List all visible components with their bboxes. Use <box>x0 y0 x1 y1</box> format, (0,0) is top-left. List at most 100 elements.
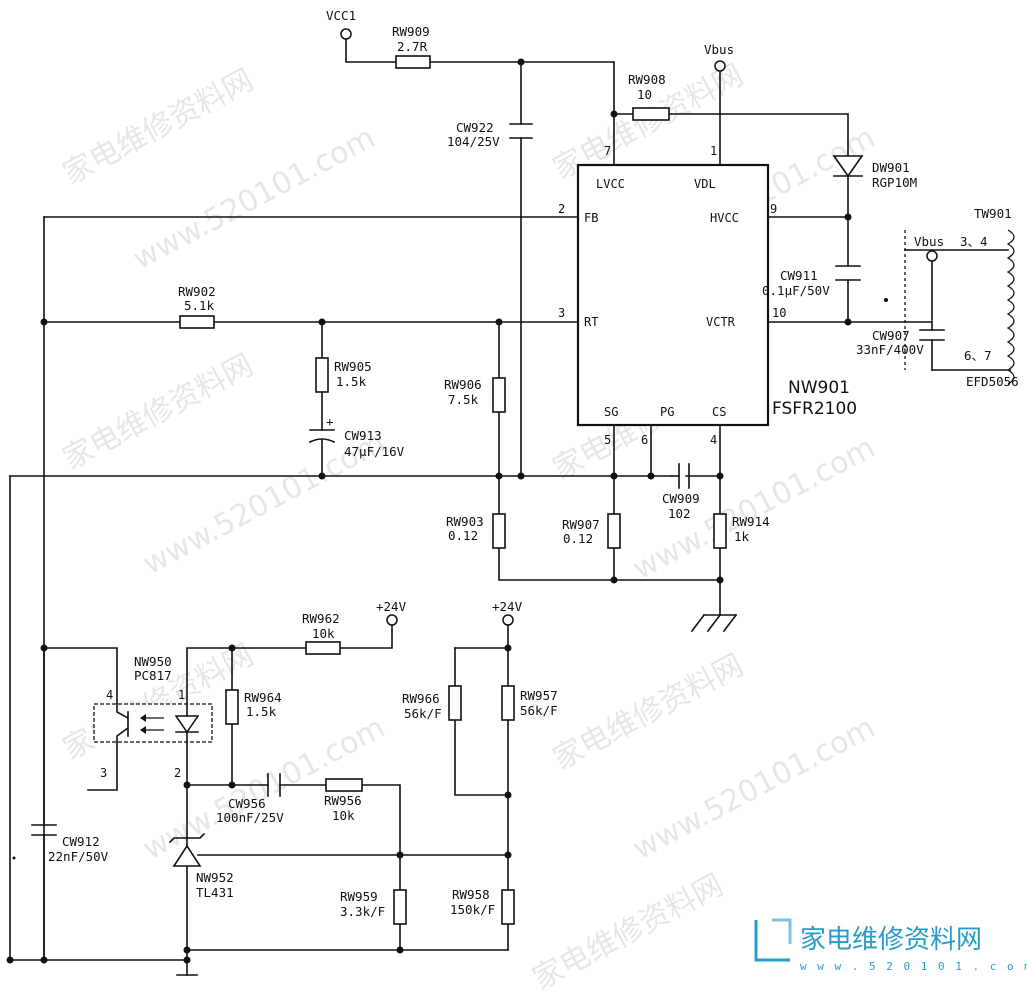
resistor-rw906: RW906 7.5k <box>444 377 506 413</box>
svg-text:RW964: RW964 <box>244 690 282 705</box>
capacitor-cw922: CW922 104/25V <box>447 120 533 149</box>
svg-text:102: 102 <box>668 506 691 521</box>
resistor-rw959: RW959 3.3k/F <box>340 889 407 925</box>
svg-text:EFD5056: EFD5056 <box>966 374 1019 389</box>
svg-text:TL431: TL431 <box>196 885 234 900</box>
svg-text:56k/F: 56k/F <box>404 706 442 721</box>
svg-text:6、7: 6、7 <box>964 348 992 363</box>
svg-text:CW922: CW922 <box>456 120 494 135</box>
watermark-site-1: 家电维修资料网 <box>57 63 259 192</box>
resistor-rw909: RW909 2.7R <box>392 24 431 69</box>
svg-text:47μF/16V: 47μF/16V <box>344 444 405 459</box>
capacitor-cw912: CW912 22nF/50V <box>12 647 109 864</box>
pin-num-vctr: 10 <box>772 306 786 320</box>
optocoupler-nw950: NW950 PC817 4 1 3 2 <box>93 654 213 780</box>
site-logo: 家电维修资料网 w w w . 5 2 0 1 0 1 . c o m <box>754 918 1027 973</box>
pin-label-sg: SG <box>604 405 618 419</box>
svg-text:CW907: CW907 <box>872 328 910 343</box>
watermark-site-6: 家电维修资料网 <box>547 648 749 777</box>
watermark-site-7: 家电维修资料网 <box>527 868 729 990</box>
regulator-nw952: NW952 TL431 <box>168 832 234 900</box>
net-vbus-top: Vbus <box>704 42 734 57</box>
resistor-rw908: RW908 10 <box>628 72 670 121</box>
pin-label-pg: PG <box>660 405 674 419</box>
svg-text:2.7R: 2.7R <box>397 39 428 54</box>
ground-symbol <box>690 613 738 633</box>
pin-num-sg: 5 <box>604 433 611 447</box>
logo-url: w w w . 5 2 0 1 0 1 . c o m <box>800 960 1027 973</box>
resistor-rw964: RW964 1.5k <box>225 689 282 725</box>
pin-label-fb: FB <box>584 211 598 225</box>
svg-text:RW909: RW909 <box>392 24 430 39</box>
svg-text:CW912: CW912 <box>62 834 100 849</box>
svg-text:4: 4 <box>106 688 113 702</box>
svg-text:3: 3 <box>100 766 107 780</box>
svg-text:CW911: CW911 <box>780 268 818 283</box>
resistor-rw958: RW958 150k/F <box>450 887 515 925</box>
ic-ref: NW901 <box>788 378 850 398</box>
resistor-rw903: RW903 0.12 <box>446 513 506 549</box>
svg-text:1k: 1k <box>734 529 750 544</box>
net-vbus-transformer: Vbus <box>914 234 944 249</box>
resistor-rw905: RW905 1.5k <box>315 357 372 393</box>
svg-text:CW913: CW913 <box>344 428 382 443</box>
svg-text:2: 2 <box>174 766 181 780</box>
svg-text:7.5k: 7.5k <box>448 392 479 407</box>
logo-text: 家电维修资料网 <box>800 925 982 955</box>
svg-text:33nF/400V: 33nF/400V <box>856 342 924 357</box>
transformer-tw901: TW901 3、4 6、7 EFD5056 <box>884 206 1019 389</box>
resistor-rw962: RW962 10k <box>302 611 341 655</box>
svg-text:NW950: NW950 <box>134 654 172 669</box>
pin-label-rt: RT <box>584 315 598 329</box>
svg-text:3、4: 3、4 <box>960 234 988 249</box>
svg-text:RW962: RW962 <box>302 611 340 626</box>
svg-text:RW914: RW914 <box>732 514 770 529</box>
pin-num-pg: 6 <box>641 433 648 447</box>
resistor-rw902: RW902 5.1k <box>178 284 216 329</box>
svg-text:22nF/50V: 22nF/50V <box>48 849 109 864</box>
svg-text:RW957: RW957 <box>520 688 558 703</box>
net-vcc1: VCC1 <box>326 8 356 23</box>
resistor-rw907: RW907 0.12 <box>562 513 621 549</box>
svg-text:0.12: 0.12 <box>563 531 593 546</box>
svg-text:RW902: RW902 <box>178 284 216 299</box>
svg-text:RW906: RW906 <box>444 377 482 392</box>
diode-dw901: DW901 RGP10M <box>832 155 917 190</box>
wires <box>9 39 1011 976</box>
svg-text:DW901: DW901 <box>872 160 910 175</box>
pin-num-lvcc: 7 <box>604 144 611 158</box>
pin-label-hvcc: HVCC <box>710 211 739 225</box>
capacitor-cw907: CW907 33nF/400V <box>856 328 945 357</box>
net-24v-a: +24V <box>376 599 407 614</box>
svg-text:56k/F: 56k/F <box>520 703 558 718</box>
svg-text:+: + <box>326 414 334 429</box>
watermark-url-1: www.520101.com <box>127 120 381 277</box>
svg-text:10k: 10k <box>332 808 355 823</box>
svg-text:RW966: RW966 <box>402 691 440 706</box>
pin-num-vdl: 1 <box>710 144 717 158</box>
svg-text:RW908: RW908 <box>628 72 666 87</box>
svg-text:0.1μF/50V: 0.1μF/50V <box>762 283 830 298</box>
svg-text:104/25V: 104/25V <box>447 134 500 149</box>
svg-text:RW905: RW905 <box>334 359 372 374</box>
watermark-url-6: www.520101.com <box>627 710 881 867</box>
svg-text:150k/F: 150k/F <box>450 902 495 917</box>
pin-num-cs: 4 <box>710 433 717 447</box>
resistor-rw956: RW956 10k <box>324 778 363 823</box>
svg-text:1: 1 <box>178 688 185 702</box>
watermark-site-3: 家电维修资料网 <box>57 348 259 477</box>
svg-text:5.1k: 5.1k <box>184 298 215 313</box>
capacitor-cw913: + CW913 47μF/16V <box>308 414 405 459</box>
svg-text:RW956: RW956 <box>324 793 362 808</box>
watermark-url-4: www.520101.com <box>627 430 881 587</box>
capacitor-cw911: CW911 0.1μF/50V <box>762 265 861 298</box>
terminals: VCC1 Vbus Vbus +24V +24V <box>326 8 944 626</box>
svg-text:CW956: CW956 <box>228 796 266 811</box>
resistor-rw957: RW957 56k/F <box>501 685 558 721</box>
svg-text:NW952: NW952 <box>196 870 234 885</box>
capacitor-cw909: CW909 102 <box>662 463 700 521</box>
net-24v-b: +24V <box>492 599 523 614</box>
svg-text:100nF/25V: 100nF/25V <box>216 810 284 825</box>
capacitor-cw956: CW956 100nF/25V <box>216 773 284 825</box>
